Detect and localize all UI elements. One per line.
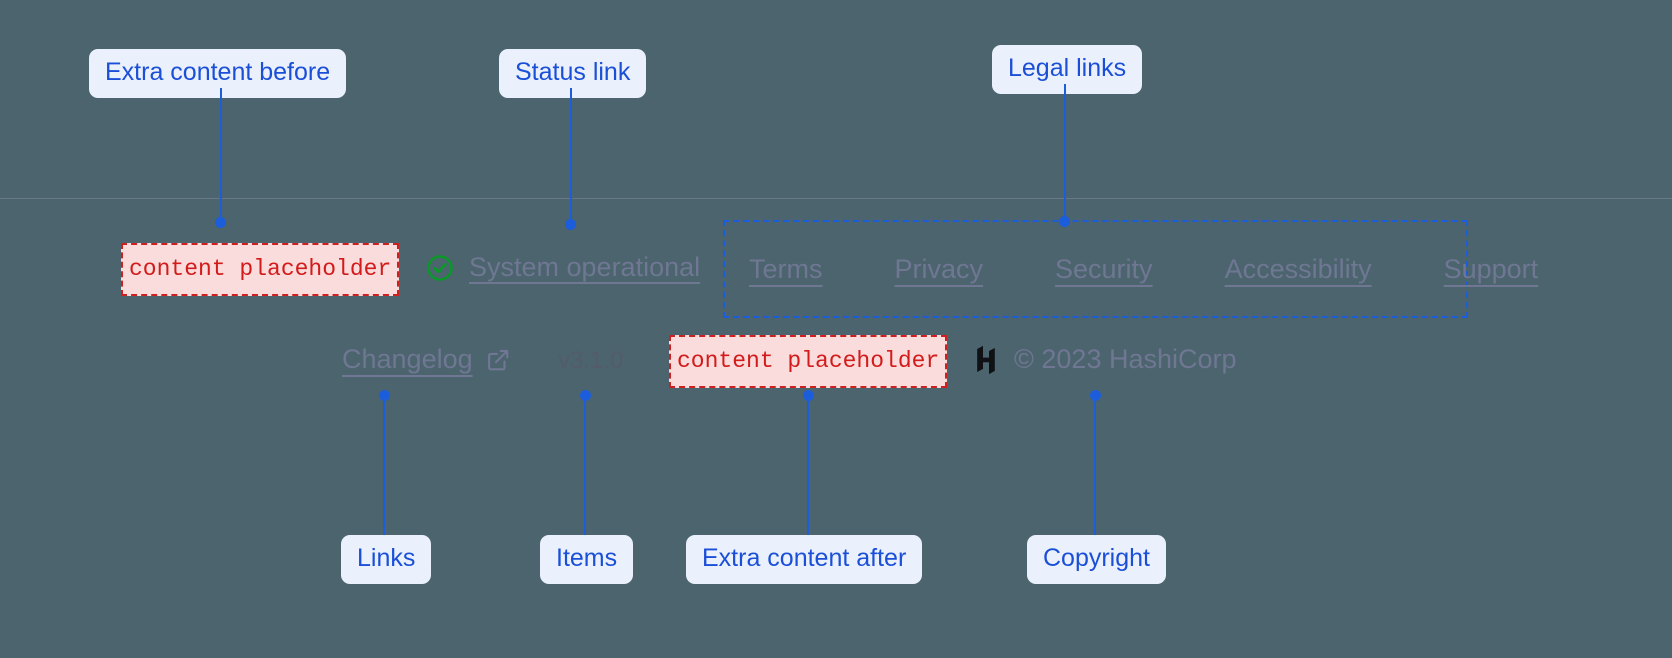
leader-dot-status-link [565, 219, 576, 230]
footer-top-divider [0, 198, 1672, 199]
callout-extra-content-after: Extra content after [686, 535, 923, 584]
changelog-label: Changelog [342, 344, 473, 374]
status-link-label: System operational [469, 252, 701, 282]
leader-line-extra-content-after [807, 396, 809, 536]
leader-line-status-link [570, 88, 572, 224]
extra-content-after-slot: content placeholder [669, 335, 948, 388]
copyright-text: © 2023 HashiCorp [1014, 344, 1237, 374]
legal-links-group: Terms Privacy Security Accessibility Sup… [723, 220, 1538, 318]
leader-line-items [584, 396, 586, 536]
leader-dot-items [580, 390, 591, 401]
callout-links: Links [341, 535, 432, 584]
check-circle-icon [427, 254, 453, 281]
leader-dot-links [379, 390, 390, 401]
content-placeholder-after: content placeholder [669, 335, 948, 388]
leader-line-extra-content-before [220, 88, 222, 222]
callout-legal-links: Legal links [992, 45, 1143, 94]
callout-items: Items [540, 535, 634, 584]
status-link[interactable]: System operational [425, 252, 700, 283]
legal-links-list: Terms Privacy Security Accessibility Sup… [725, 254, 1538, 285]
leader-line-legal-links [1064, 84, 1066, 222]
content-placeholder-before: content placeholder [121, 243, 400, 296]
legal-link-security[interactable]: Security [1055, 253, 1153, 284]
leader-line-copyright [1094, 396, 1096, 536]
legal-link-terms[interactable]: Terms [749, 253, 823, 284]
callout-extra-content-before: Extra content before [89, 49, 347, 98]
legal-link-support[interactable]: Support [1443, 253, 1539, 284]
callout-copyright: Copyright [1027, 535, 1166, 584]
legal-link-accessibility[interactable]: Accessibility [1224, 253, 1372, 284]
leader-dot-extra-content-after [803, 390, 814, 401]
copyright: © 2023 HashiCorp [972, 344, 1237, 375]
leader-dot-copyright [1090, 390, 1101, 401]
leader-dot-extra-content-before [215, 217, 226, 228]
callout-status-link: Status link [499, 49, 647, 98]
version-label: v3.1.0 [558, 347, 624, 374]
external-link-icon [487, 349, 508, 370]
extra-content-before-slot: content placeholder [121, 243, 400, 296]
version-item: v3.1.0 [558, 347, 623, 375]
legal-link-privacy[interactable]: Privacy [894, 253, 984, 284]
leader-line-links [383, 396, 385, 536]
hashicorp-logo [977, 345, 995, 374]
changelog-link[interactable]: Changelog [342, 344, 511, 375]
